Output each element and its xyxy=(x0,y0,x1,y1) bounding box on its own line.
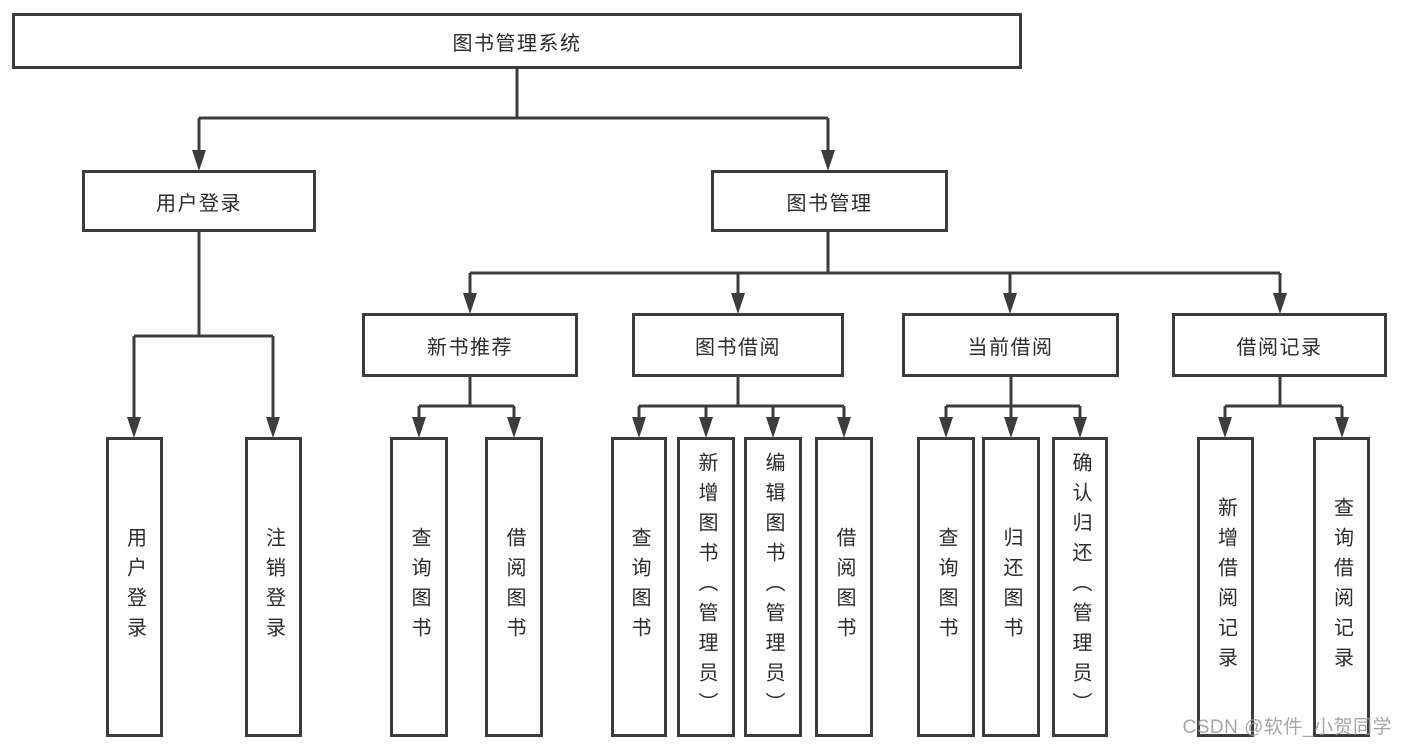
leaf-label: 新增图书（管理员） xyxy=(695,452,717,722)
wire-records xyxy=(1223,376,1344,419)
wire-book-management xyxy=(468,232,1282,294)
node-label: 图书借阅 xyxy=(695,336,781,359)
node-label: 图书管理 xyxy=(786,192,873,215)
wire-borrowing xyxy=(637,376,846,419)
wire-user-login xyxy=(132,232,275,419)
leaf-user-login: 用户登录 xyxy=(106,437,163,737)
wire-current xyxy=(944,376,1082,419)
arrow-icon xyxy=(1273,293,1287,314)
leaf-logout: 注销登录 xyxy=(245,437,302,737)
leaf-label: 查询图书 xyxy=(408,527,430,647)
arrow-icon xyxy=(412,417,426,438)
arrow-icon xyxy=(766,417,780,438)
leaf-query-books-borrowing: 查询图书 xyxy=(611,437,667,737)
node-label: 图书管理系统 xyxy=(452,32,582,55)
arrow-icon xyxy=(463,293,477,314)
node-label: 新书推荐 xyxy=(427,336,513,359)
leaf-confirm-return-admin: 确认归还（管理员） xyxy=(1052,437,1108,737)
leaf-return-books: 归还图书 xyxy=(982,437,1040,737)
leaf-label: 查询借阅记录 xyxy=(1330,497,1353,677)
arrow-icon xyxy=(837,417,851,438)
arrow-icon xyxy=(192,150,206,171)
leaf-query-borrow-record: 查询借阅记录 xyxy=(1313,437,1370,737)
leaf-add-borrow-record: 新增借阅记录 xyxy=(1197,437,1254,737)
node-label: 用户登录 xyxy=(156,192,242,215)
arrow-icon xyxy=(127,417,141,438)
watermark: CSDN @软件_小贺同学 xyxy=(1182,717,1392,738)
arrow-icon xyxy=(699,417,713,438)
node-label: 借阅记录 xyxy=(1236,336,1323,359)
leaf-label: 查询图书 xyxy=(935,527,957,647)
leaf-query-books-current: 查询图书 xyxy=(917,437,975,737)
node-book-management: 图书管理 xyxy=(711,170,948,232)
node-book-borrowing: 图书借阅 xyxy=(632,313,844,377)
arrow-icon xyxy=(266,417,280,438)
arrow-icon xyxy=(1073,417,1087,438)
leaf-label: 编辑图书（管理员） xyxy=(762,452,784,722)
arrow-icon xyxy=(731,293,745,314)
arrow-icon xyxy=(1004,417,1018,438)
leaf-label: 借阅图书 xyxy=(503,527,525,647)
leaf-borrow-books-recommend: 借阅图书 xyxy=(485,437,543,737)
leaf-query-books-recommend: 查询图书 xyxy=(390,437,448,737)
node-current-borrowing: 当前借阅 xyxy=(902,313,1119,377)
arrow-icon xyxy=(632,417,646,438)
leaf-label: 确认归还（管理员） xyxy=(1069,452,1091,722)
leaf-label: 归还图书 xyxy=(1000,527,1022,647)
wire-new-book xyxy=(417,376,516,419)
arrow-icon xyxy=(821,150,835,171)
arrow-icon xyxy=(1335,417,1349,438)
node-label: 当前借阅 xyxy=(967,336,1054,359)
arrow-icon xyxy=(1218,417,1232,438)
arrowheads xyxy=(127,150,1349,438)
leaf-add-books-admin: 新增图书（管理员） xyxy=(677,437,735,737)
node-new-book-recommendation: 新书推荐 xyxy=(362,313,578,377)
arrow-icon xyxy=(1003,293,1017,314)
arrow-icon xyxy=(939,417,953,438)
wire-root xyxy=(197,69,830,152)
leaf-label: 查询图书 xyxy=(628,527,650,647)
leaf-label: 用户登录 xyxy=(123,527,146,647)
leaf-label: 新增借阅记录 xyxy=(1214,497,1237,677)
node-borrowing-records: 借阅记录 xyxy=(1172,313,1387,377)
node-library-management-system: 图书管理系统 xyxy=(12,13,1022,69)
leaf-edit-books-admin: 编辑图书（管理员） xyxy=(744,437,802,737)
leaf-borrow-books: 借阅图书 xyxy=(815,437,873,737)
leaf-label: 借阅图书 xyxy=(833,527,855,647)
node-user-login: 用户登录 xyxy=(82,170,316,232)
arrow-icon xyxy=(507,417,521,438)
leaf-label: 注销登录 xyxy=(262,527,285,647)
